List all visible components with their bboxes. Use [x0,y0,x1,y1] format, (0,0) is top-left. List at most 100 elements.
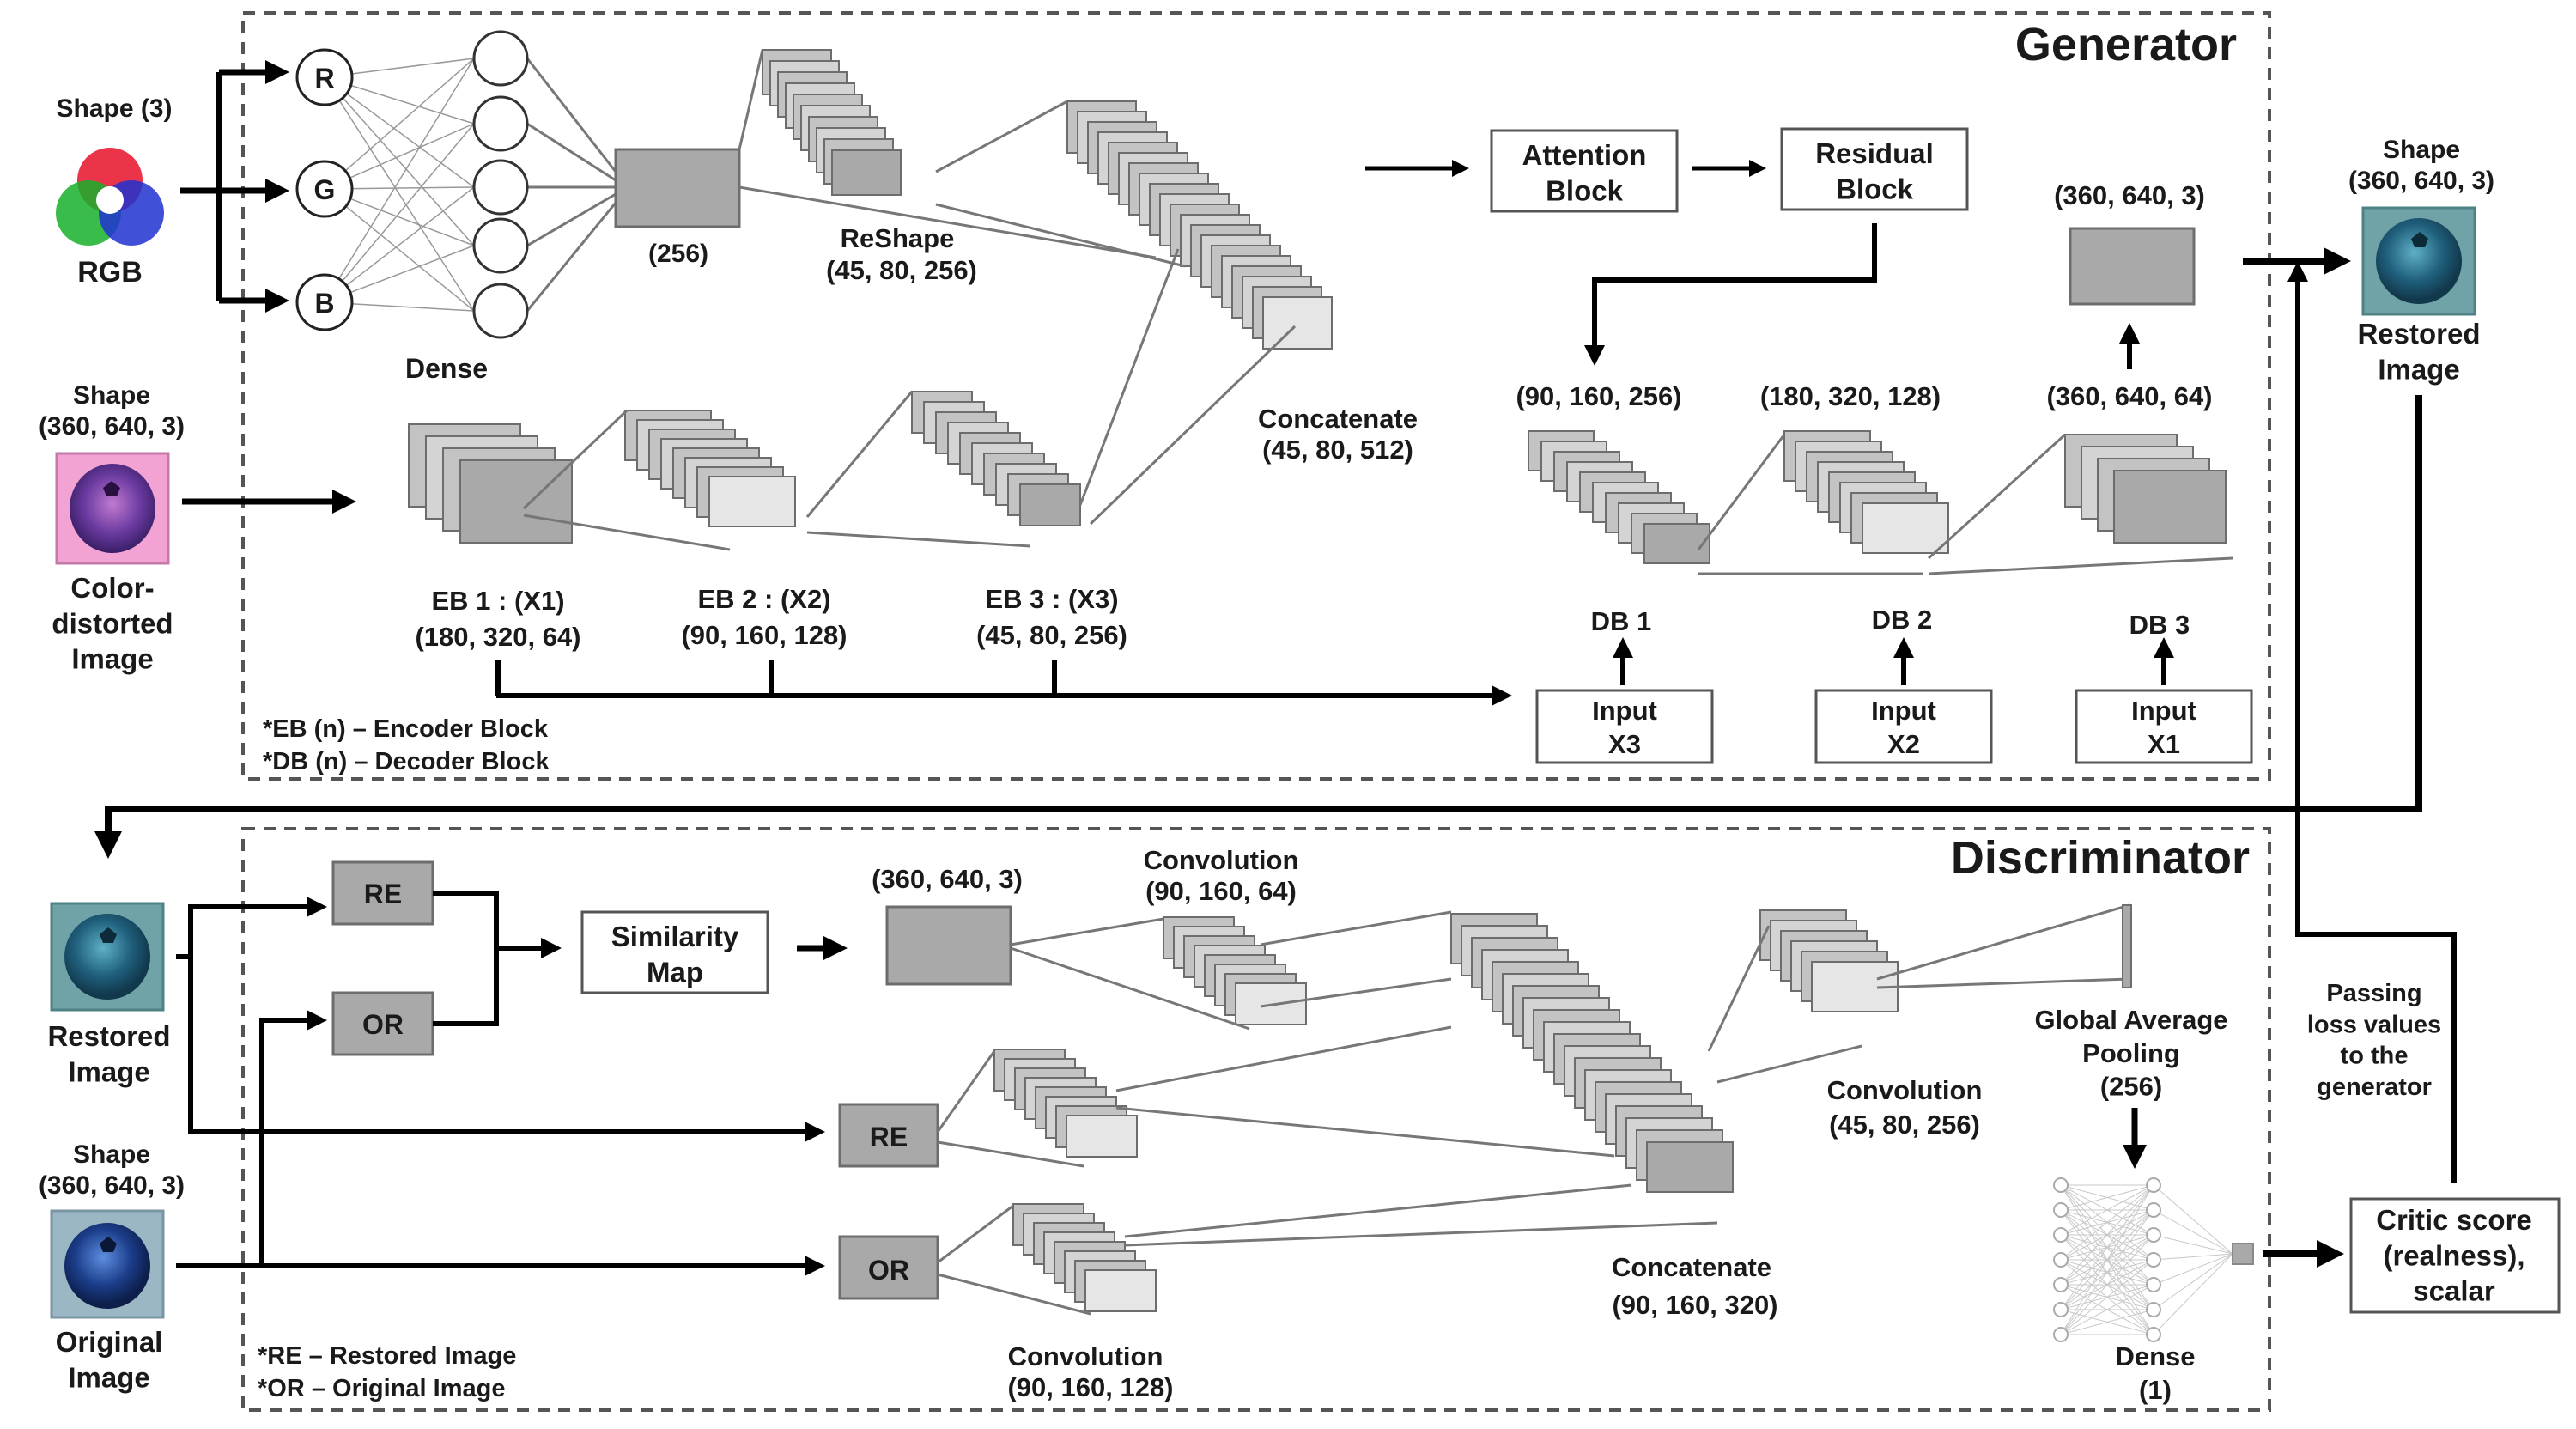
eb3-label: EB 3 : (X3) [985,584,1118,614]
note-re: *RE – Restored Image [258,1342,516,1370]
rgb-split-arrows [180,60,289,313]
dense-edge [2060,1184,2154,1335]
restored-shape-line2: (360, 640, 3) [2348,167,2494,195]
reshape-fan-lines [738,49,1157,259]
dense-node [2146,1252,2161,1268]
or-box-lower: OR [838,1235,939,1300]
rgb-venn-icon [56,148,164,246]
dense-node [2146,1227,2161,1243]
critic-score-box [2349,1197,2561,1314]
restored-feedback-line [94,395,2422,859]
encoder-fan-lines [522,391,1031,551]
channel-r-node: R [295,48,354,106]
conv1-fan-lines [1010,910,1452,1031]
rgb-label: RGB [77,256,143,289]
re-or-merge [433,891,562,1026]
conv3-shape: (45, 80, 256) [1829,1110,1980,1140]
dense-edge [2153,1253,2233,1261]
conv3-fan-lines [1707,903,2130,1084]
eb2-label: EB 2 : (X2) [697,584,830,614]
dense-label: Dense [405,353,488,384]
eb1-label: EB 1 : (X1) [431,586,564,616]
generator-title: Generator [2015,19,2237,70]
db3-stack [2064,434,2227,544]
note-db: *DB (n) – Decoder Block [263,748,550,775]
disc-input-routing [176,897,825,1276]
conv2-lower-stack [1012,1203,1157,1312]
dense-edge [2060,1184,2154,1310]
decoder-fan-lines [1697,433,2233,575]
dense-to-block [526,58,617,312]
dense-node [2146,1277,2161,1292]
dense-node [2053,1252,2069,1268]
disc-concat-stack [1450,913,1734,1193]
conv3-label: Convolution [1827,1075,1983,1105]
dense-output-block [614,148,741,228]
eb1-shape: (180, 320, 64) [415,622,580,652]
dense-edge [2153,1253,2233,1335]
concat-stack [1066,100,1333,350]
dense-node [2053,1327,2069,1342]
generator-output-block [2069,227,2196,306]
svg-text:B: B [314,288,334,319]
dense-node [2146,1302,2161,1317]
dense-edge [2153,1184,2233,1255]
concat-label: Concatenate [1258,404,1418,434]
original-shape-line1: Shape [73,1140,150,1169]
color-distorted-image [55,452,170,565]
svg-text:OR: OR [868,1255,909,1286]
eb2-shape: (90, 160, 128) [681,620,847,650]
discriminator-title: Discriminator [1951,832,2250,884]
dense-edge [2060,1209,2154,1335]
dense-node [2053,1227,2069,1243]
dense-connections [324,58,475,312]
dense-edge [2153,1253,2233,1310]
generator-panel [241,11,2271,781]
conv1-shape: (90, 160, 64) [1145,876,1297,906]
conv1-label: Convolution [1144,845,1299,875]
dense-size-label: (256) [648,240,708,268]
disc-dense-label: Dense(1) [2115,1341,2195,1405]
or-box-top: OR [331,991,434,1056]
re-box-top: RE [331,860,434,926]
conv3-stack [1759,909,1899,1012]
dense-node [2146,1327,2161,1342]
disc-restored-image [50,902,165,1012]
db1-stack [1528,430,1710,564]
dense-node [2053,1277,2069,1292]
gap-bar [2122,904,2132,988]
dense-output-node [2232,1243,2254,1265]
eb2-stack [624,410,796,527]
restored-shape-line1: Shape [2383,136,2460,164]
db1-shape: (90, 160, 256) [1516,381,1681,411]
db3-label: DB 3 [2129,610,2190,640]
db2-label: DB 2 [1872,605,1933,635]
note-eb: *EB (n) – Encoder Block [263,715,549,743]
dense-edge [2153,1209,2233,1255]
dense-node [2053,1202,2069,1218]
output-shape: (360, 640, 3) [2054,180,2205,210]
dense-network-icon [2053,1177,2233,1342]
svg-text:R: R [314,63,334,94]
svg-text:OR: OR [362,1009,404,1040]
reshape-label: ReShape [841,223,955,253]
concat-shape: (45, 80, 512) [1262,435,1413,465]
conv1-stack [1163,916,1307,1025]
input-up-arrows [1613,637,2174,685]
db2-stack [1783,430,1949,554]
input-shape-line1: Shape [73,381,150,410]
disc-concat-label: Concatenate [1612,1252,1771,1282]
